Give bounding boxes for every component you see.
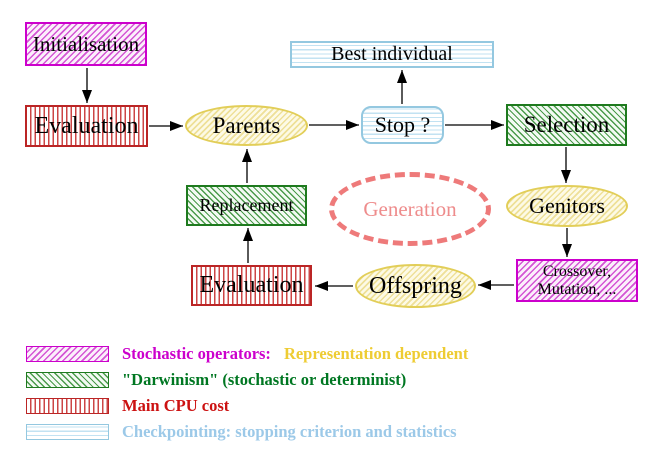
- node-genitors: Genitors: [506, 185, 628, 227]
- node-best-individual: Best individual: [290, 41, 494, 68]
- node-crossover-mutation: Crossover, Mutation, ...: [516, 259, 638, 302]
- legend-label-representation-dependent: Representation dependent: [283, 344, 469, 363]
- node-evaluation-bottom-label: Evaluation: [199, 272, 304, 298]
- legend-swatch-checkpointing: [26, 424, 109, 440]
- legend-label-stochastic-operators: Stochastic operators:: [122, 344, 271, 363]
- node-offspring-label: Offspring: [369, 272, 462, 299]
- node-selection: Selection: [506, 104, 627, 146]
- node-selection-label: Selection: [523, 112, 610, 137]
- node-replacement-label: Replacement: [199, 195, 294, 215]
- node-stop: Stop ?: [361, 106, 444, 144]
- legend-label-darwinism: "Darwinism" (stochastic or determinist): [122, 370, 407, 389]
- node-parents-label: Parents: [212, 112, 281, 138]
- generation-loop-ellipse: Generation: [329, 172, 491, 246]
- node-crossover-line1: Crossover,: [542, 262, 612, 280]
- node-evaluation-top-label: Evaluation: [34, 112, 139, 139]
- legend-swatch-main-cpu-cost: [26, 398, 109, 414]
- legend-item-darwinism: "Darwinism" (stochastic or determinist): [122, 371, 406, 389]
- legend-item-stochastic-operators: Stochastic operators: Representation depe…: [122, 345, 468, 363]
- node-parents: Parents: [185, 105, 308, 146]
- legend-swatch-stochastic-operators: [26, 346, 109, 362]
- node-evaluation-top: Evaluation: [25, 105, 148, 147]
- node-genitors-label: Genitors: [529, 193, 605, 218]
- node-replacement: Replacement: [186, 185, 307, 226]
- generation-label: Generation: [363, 196, 457, 221]
- legend-label-checkpointing: Checkpointing: stopping criterion and st…: [122, 422, 457, 441]
- node-initialisation: Initialisation: [25, 22, 147, 66]
- legend-item-main-cpu-cost: Main CPU cost: [122, 397, 229, 415]
- node-crossover-line2: Mutation, ...: [537, 280, 617, 298]
- node-stop-label: Stop ?: [374, 112, 431, 137]
- legend-item-checkpointing: Checkpointing: stopping criterion and st…: [122, 423, 457, 441]
- legend-label-main-cpu-cost: Main CPU cost: [122, 396, 230, 415]
- node-initialisation-label: Initialisation: [32, 31, 140, 56]
- node-evaluation-bottom: Evaluation: [191, 265, 312, 306]
- node-best-individual-label: Best individual: [331, 43, 453, 65]
- node-offspring: Offspring: [355, 264, 476, 308]
- legend-swatch-darwinism: [26, 372, 109, 388]
